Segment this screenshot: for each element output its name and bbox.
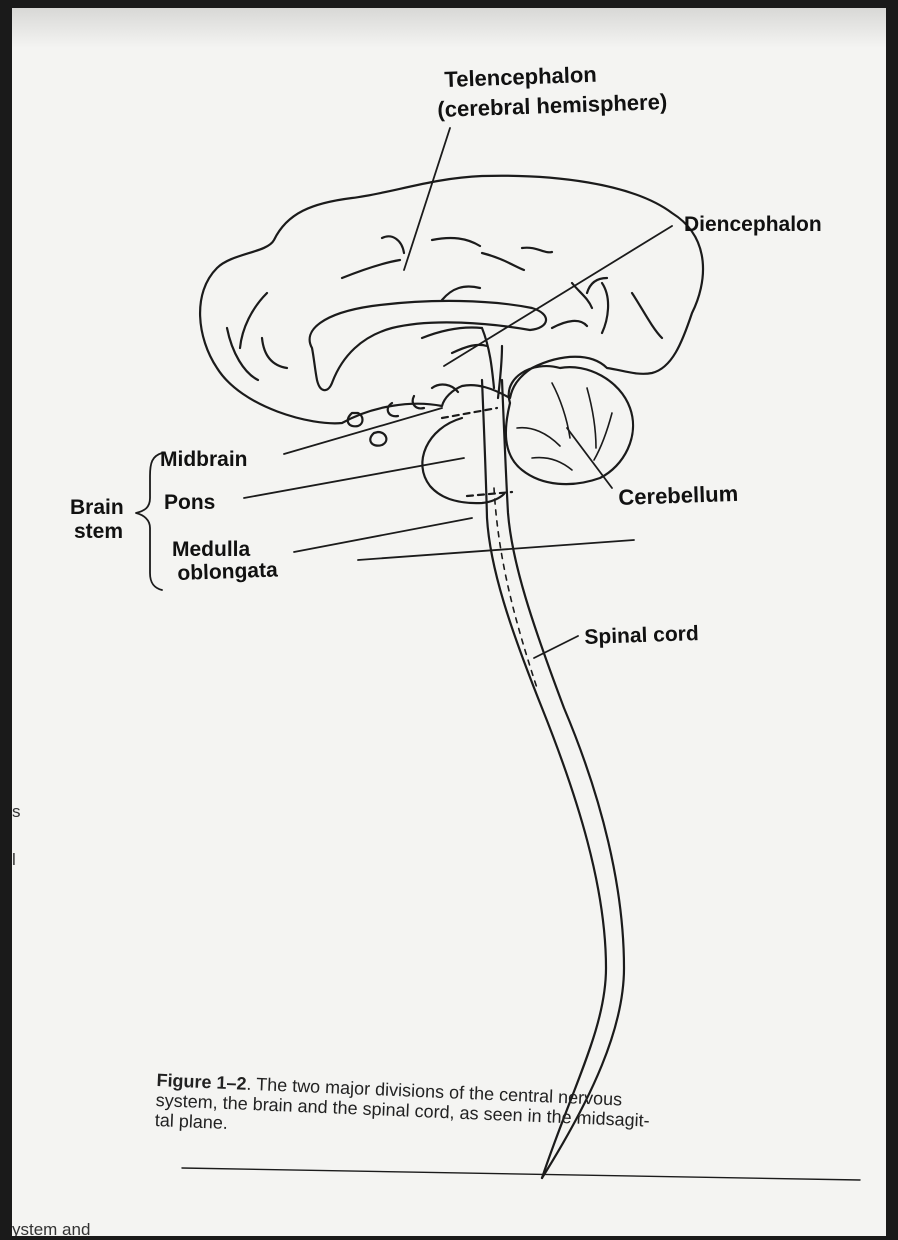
cerebellum-outline <box>506 366 633 484</box>
label-medulla-line1: Medulla <box>172 538 250 562</box>
label-brain-stem-line1: Brain <box>70 496 124 520</box>
leader-telencephalon <box>404 128 450 270</box>
leader-midbrain <box>284 408 442 454</box>
label-diencephalon: Diencephalon <box>684 213 822 237</box>
caption-rule <box>182 1168 860 1180</box>
midbrain-pons-boundary <box>442 408 497 418</box>
label-medulla-line2: oblongata <box>177 558 278 585</box>
leader-pons <box>244 458 464 498</box>
page-fragment-bottom-left: ystem and <box>12 1220 90 1236</box>
label-cerebellum: Cerebellum <box>618 482 739 510</box>
leader-diencephalon <box>444 226 672 366</box>
leader-spinal-cord <box>534 636 578 658</box>
sulcus-lines <box>227 236 662 380</box>
cerebellum-folia <box>517 383 612 470</box>
page-fragment-left-edge-2: l <box>12 850 16 870</box>
brain-stem-brace <box>136 453 162 590</box>
label-brain-stem-line2: stem <box>74 520 123 544</box>
label-midbrain: Midbrain <box>160 448 248 472</box>
corpus-callosum <box>310 301 546 390</box>
spinal-cord-right-edge <box>502 380 624 1178</box>
label-pons: Pons <box>164 491 215 515</box>
pons-medulla-boundary <box>467 492 512 496</box>
spinal-cord-left-edge <box>482 380 606 1178</box>
label-spinal-cord: Spinal cord <box>584 622 699 650</box>
leader-medulla <box>294 518 472 552</box>
book-page: Telencephalon (cerebral hemisphere) Dien… <box>12 8 886 1236</box>
brain-spinal-cord-diagram <box>12 8 886 1236</box>
pons-outline <box>422 418 504 503</box>
page-fragment-left-edge-1: s <box>12 802 21 822</box>
midbrain-small-structures <box>348 385 458 446</box>
brain-stem-lower-limit-line <box>358 540 634 560</box>
